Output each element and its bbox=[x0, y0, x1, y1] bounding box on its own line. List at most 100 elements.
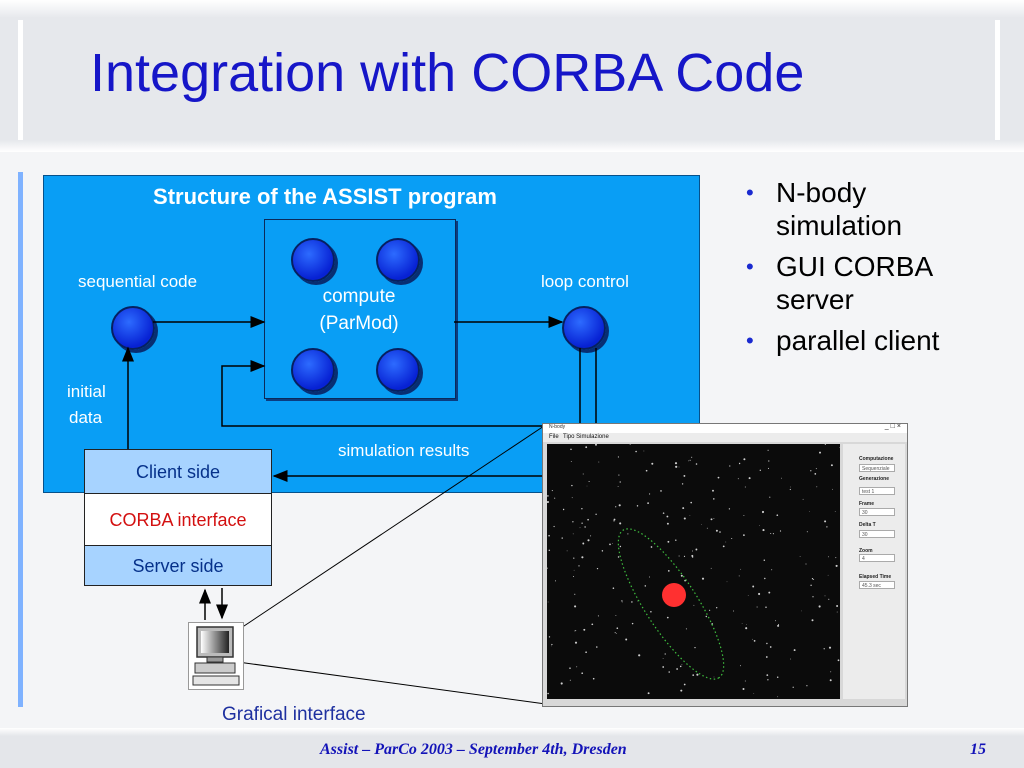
delta-t-field[interactable]: 30 bbox=[859, 530, 895, 538]
star bbox=[575, 630, 577, 632]
star bbox=[827, 574, 829, 576]
gui-menu-file[interactable]: File bbox=[549, 434, 559, 440]
star bbox=[741, 623, 743, 625]
star bbox=[770, 532, 772, 535]
star bbox=[824, 444, 826, 446]
star bbox=[584, 526, 586, 528]
frame-field[interactable]: 30 bbox=[859, 508, 895, 516]
gui-menu-tipo-simulazione[interactable]: Tipo Simulazione bbox=[563, 434, 609, 440]
star bbox=[609, 543, 611, 546]
star bbox=[751, 638, 753, 640]
star bbox=[554, 580, 557, 582]
star bbox=[828, 598, 830, 600]
star bbox=[574, 593, 576, 595]
zoom-field[interactable]: 4 bbox=[859, 554, 895, 562]
star bbox=[569, 667, 571, 669]
star bbox=[725, 541, 727, 543]
star bbox=[621, 601, 623, 603]
star bbox=[832, 488, 833, 490]
star bbox=[683, 517, 686, 520]
star bbox=[574, 630, 576, 632]
star bbox=[649, 493, 651, 495]
star bbox=[595, 444, 597, 446]
corba-interface-box: CORBA interface bbox=[84, 493, 272, 546]
star bbox=[806, 531, 808, 533]
data-label: data bbox=[69, 408, 103, 427]
star bbox=[776, 514, 779, 517]
star bbox=[837, 659, 840, 662]
star bbox=[664, 653, 666, 655]
star bbox=[692, 550, 693, 552]
bullet-line: server bbox=[776, 284, 854, 315]
star bbox=[811, 619, 814, 622]
star bbox=[645, 469, 648, 472]
star bbox=[547, 692, 549, 695]
star bbox=[613, 520, 615, 522]
elapsed-time-field: 45.3 sec bbox=[859, 581, 895, 589]
star bbox=[614, 632, 616, 634]
star bbox=[708, 609, 711, 611]
star bbox=[647, 692, 650, 695]
star bbox=[716, 607, 718, 609]
star bbox=[618, 504, 621, 507]
star bbox=[679, 665, 682, 668]
star bbox=[690, 501, 692, 504]
star bbox=[667, 540, 670, 543]
star bbox=[547, 495, 549, 497]
starfield bbox=[547, 444, 840, 698]
star bbox=[684, 579, 686, 582]
title-band bbox=[0, 0, 1024, 152]
star bbox=[647, 502, 649, 504]
compute-node bbox=[291, 238, 335, 282]
field-label: Delta T bbox=[859, 522, 876, 528]
star bbox=[771, 569, 773, 571]
star bbox=[801, 610, 802, 612]
gui-window-buttons-icon[interactable]: _□× bbox=[884, 423, 903, 430]
star bbox=[713, 676, 715, 678]
star bbox=[767, 467, 770, 469]
star bbox=[668, 671, 670, 673]
star bbox=[554, 497, 556, 499]
field-label: Zoom bbox=[859, 548, 873, 554]
generazione-field[interactable]: test 1 bbox=[859, 487, 895, 495]
star bbox=[636, 505, 639, 507]
star bbox=[763, 559, 766, 562]
star bbox=[680, 574, 683, 577]
bullet-line: parallel client bbox=[776, 325, 940, 356]
star bbox=[601, 550, 604, 552]
star bbox=[615, 633, 617, 634]
star bbox=[674, 462, 678, 465]
star bbox=[588, 480, 590, 483]
computazione-field[interactable]: Sequenziale bbox=[859, 464, 895, 472]
star bbox=[627, 533, 629, 535]
star bbox=[551, 643, 553, 646]
star bbox=[695, 463, 698, 465]
star bbox=[772, 533, 774, 535]
star bbox=[571, 484, 573, 487]
star bbox=[717, 476, 720, 479]
star bbox=[691, 556, 694, 558]
star bbox=[818, 605, 821, 608]
star bbox=[779, 530, 782, 532]
star bbox=[710, 518, 713, 521]
simulation-canvas bbox=[547, 444, 840, 699]
title-left-bar bbox=[18, 20, 23, 140]
star bbox=[666, 515, 669, 518]
star bbox=[789, 658, 791, 660]
star bbox=[715, 529, 718, 532]
star bbox=[644, 585, 647, 587]
footer-band bbox=[0, 728, 1024, 768]
star bbox=[585, 446, 588, 449]
graphical-interface-caption: Grafical interface bbox=[222, 704, 366, 725]
star bbox=[573, 569, 575, 571]
star bbox=[666, 616, 669, 619]
star bbox=[705, 615, 708, 618]
star bbox=[789, 488, 791, 491]
star bbox=[722, 545, 725, 548]
star bbox=[812, 596, 814, 598]
star bbox=[689, 514, 691, 516]
star bbox=[799, 556, 801, 557]
field-label: Generazione bbox=[859, 476, 890, 482]
star bbox=[745, 627, 748, 630]
zoom-line-bottom bbox=[237, 661, 554, 706]
